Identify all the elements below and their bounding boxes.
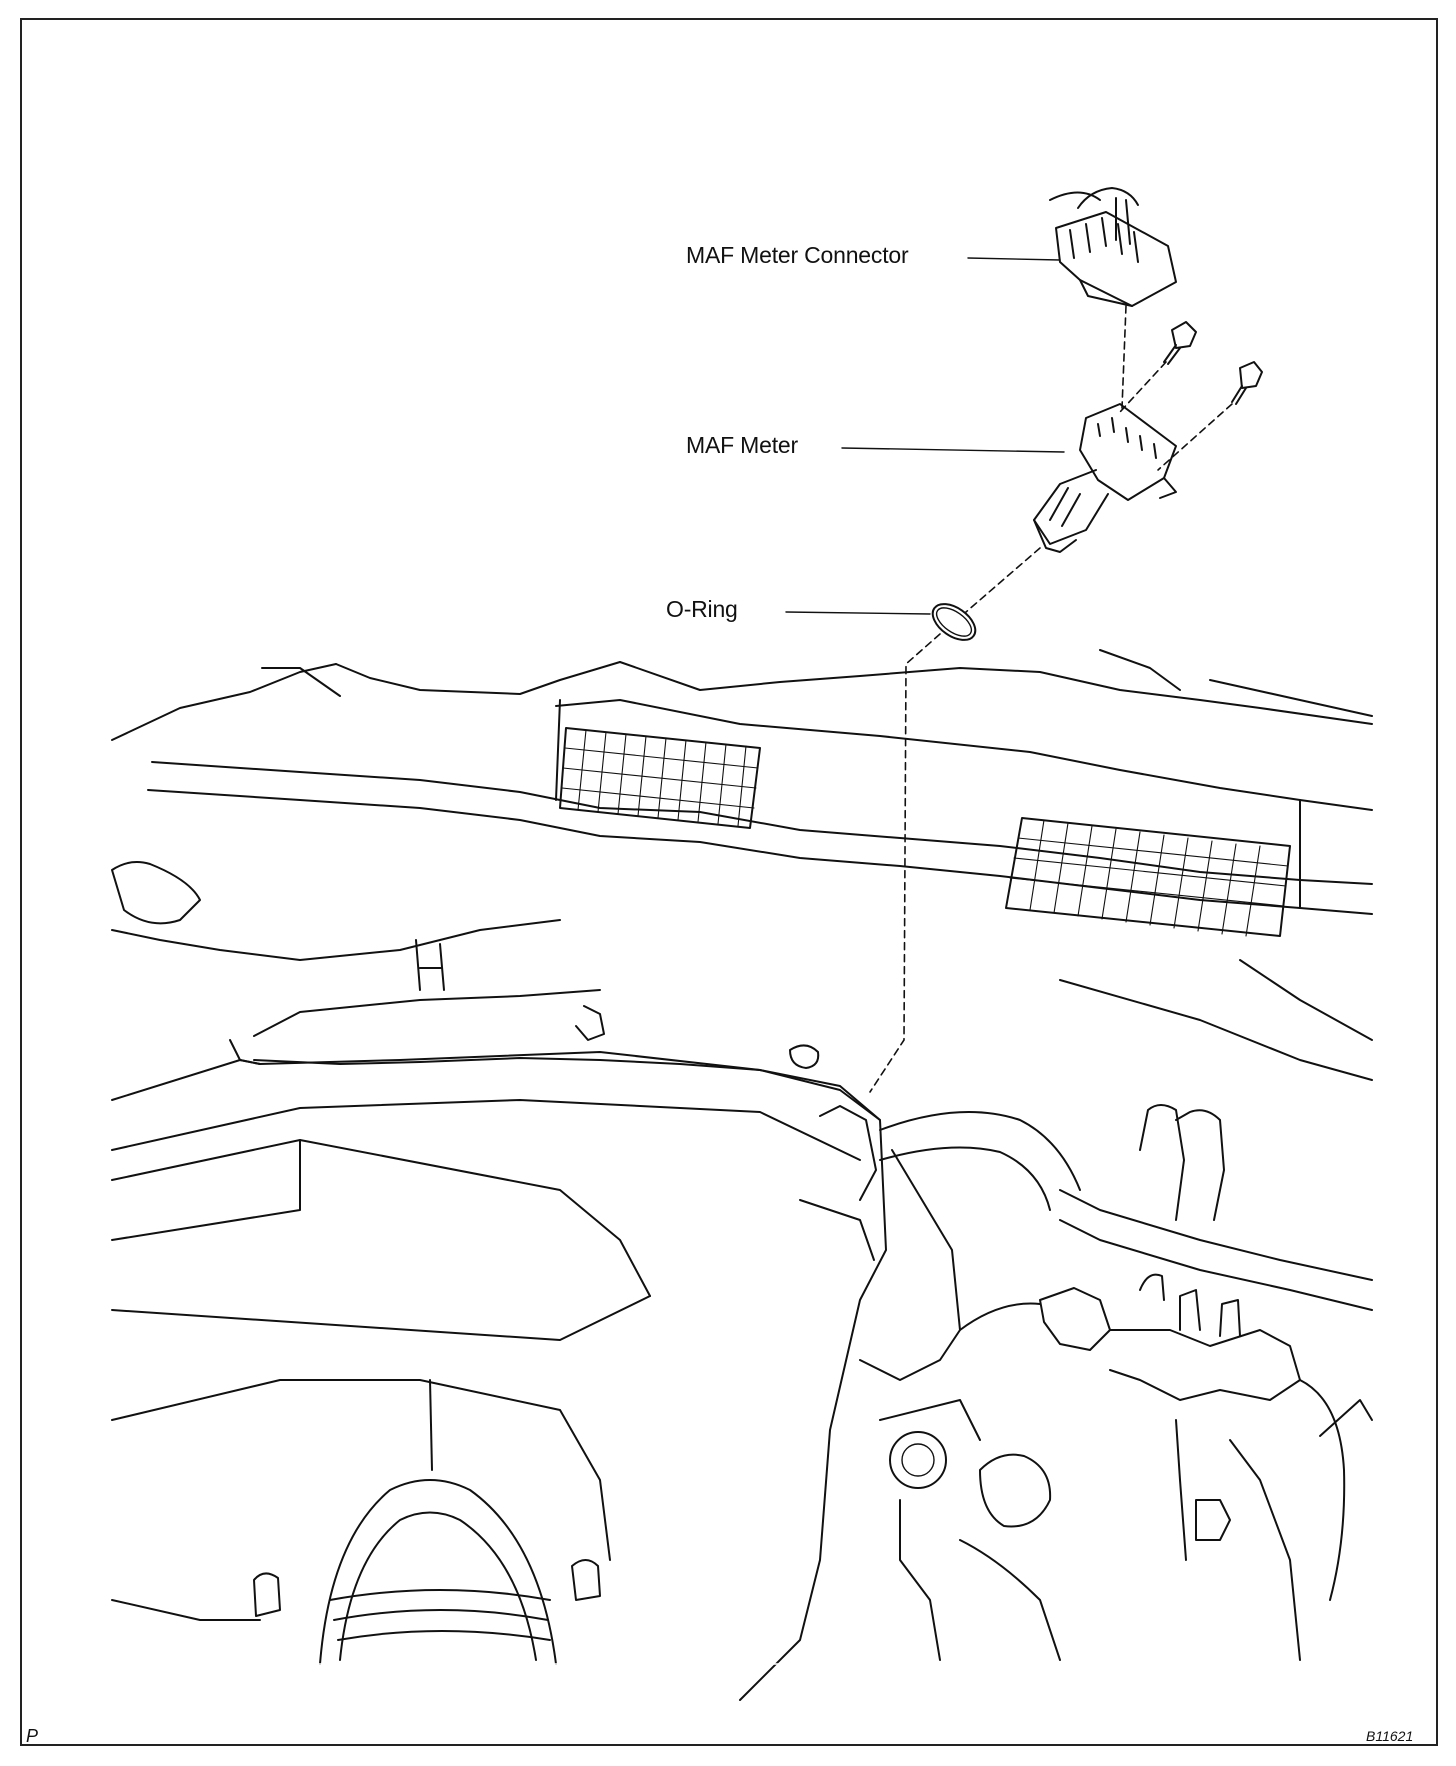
o-ring-drawing bbox=[931, 603, 977, 641]
throttle-body-and-hoses bbox=[859, 1111, 1081, 1661]
figure-frame bbox=[20, 18, 1438, 1746]
maf-meter-drawing bbox=[1033, 403, 1177, 553]
right-side-components bbox=[1059, 959, 1373, 1661]
corner-mark-p: P bbox=[26, 1726, 39, 1746]
vsv-and-connector-cluster bbox=[1039, 1273, 1373, 1601]
air-cleaner-housing bbox=[111, 1051, 887, 1701]
bolt-upper bbox=[1163, 321, 1197, 365]
strut-tower-and-brace bbox=[111, 861, 881, 1121]
leader-maf-meter-connector bbox=[967, 257, 1061, 261]
callout-o-ring: O-Ring bbox=[666, 596, 738, 622]
leader-maf-meter bbox=[841, 447, 1065, 453]
figure-code: B11621 bbox=[1366, 1728, 1414, 1744]
bolt-lower bbox=[1231, 361, 1263, 405]
cowl-vent-grille-left bbox=[559, 727, 761, 829]
callout-maf-meter-connector: MAF Meter Connector bbox=[686, 242, 909, 268]
maf-meter-connector-drawing bbox=[1049, 187, 1177, 307]
cowl-vent-grille-right bbox=[1005, 817, 1291, 937]
assembly-guide-lines bbox=[869, 305, 1233, 1093]
leader-o-ring bbox=[785, 611, 931, 615]
intake-duct bbox=[253, 1379, 601, 1665]
callout-maf-meter: MAF Meter bbox=[686, 432, 798, 458]
cowl-and-wiper-area bbox=[111, 649, 1373, 915]
